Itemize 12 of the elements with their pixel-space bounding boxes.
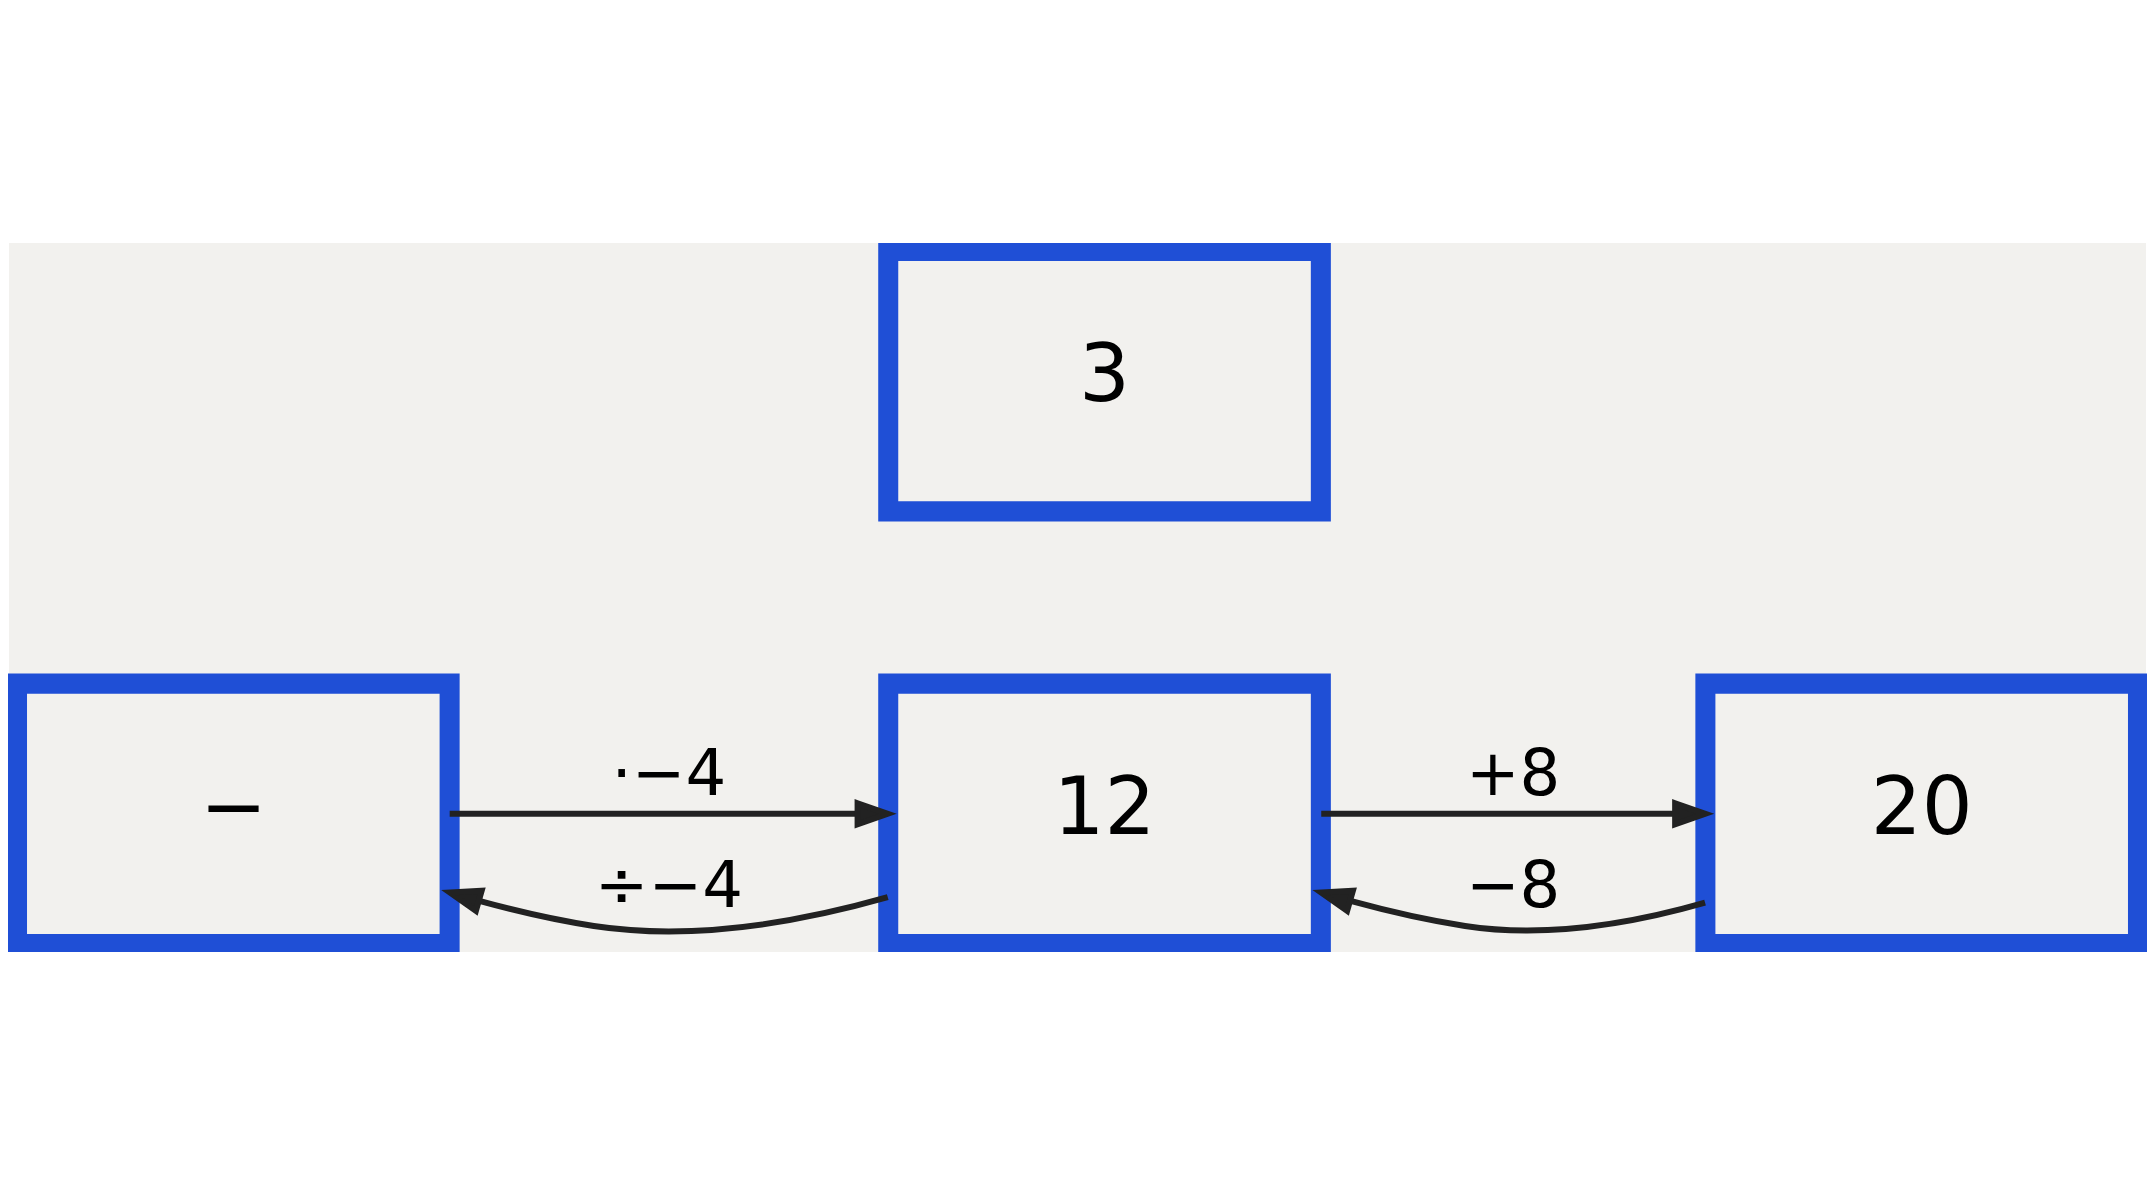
- arrow: [1312, 886, 1706, 933]
- arrow: [441, 886, 889, 934]
- node-box: 12: [878, 673, 1331, 952]
- edge-label: +8: [1465, 735, 1561, 810]
- arrow: [449, 798, 897, 829]
- edge-label: −8: [1465, 847, 1561, 922]
- edge-label: ·−4: [611, 735, 727, 810]
- node-box: 20: [1695, 673, 2147, 952]
- node-box: 3: [878, 242, 1331, 521]
- edge-label: ÷−4: [594, 847, 743, 922]
- arrow: [1321, 798, 1715, 829]
- node-box: −: [8, 673, 460, 952]
